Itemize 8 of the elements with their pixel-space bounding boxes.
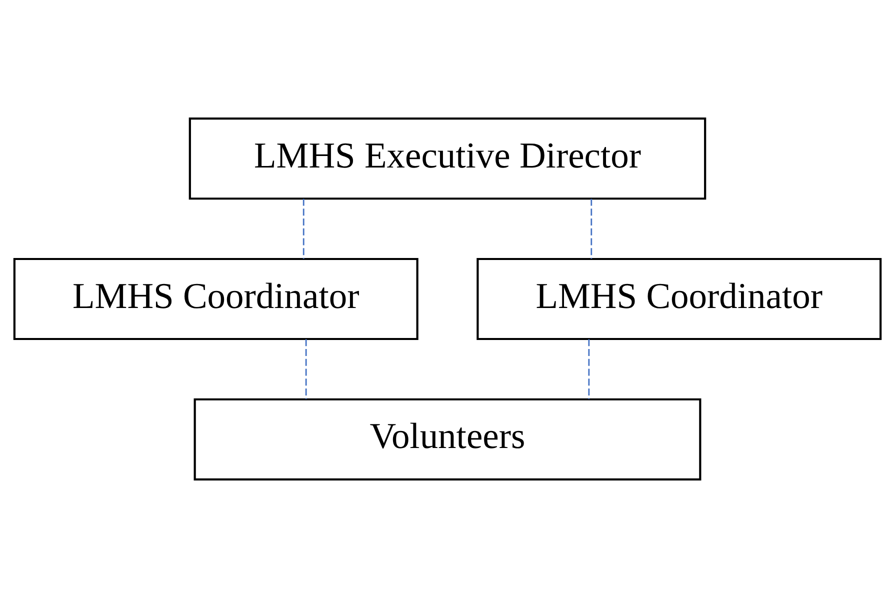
connector [590,198,592,259]
connector [302,198,304,259]
node-box: LMHS Coordinator [476,258,882,340]
connector [305,339,307,400]
connector [588,339,590,400]
node-box: LMHS Coordinator [13,258,418,340]
node-box: LMHS Executive Director [188,118,706,200]
node-box: Volunteers [194,398,702,480]
